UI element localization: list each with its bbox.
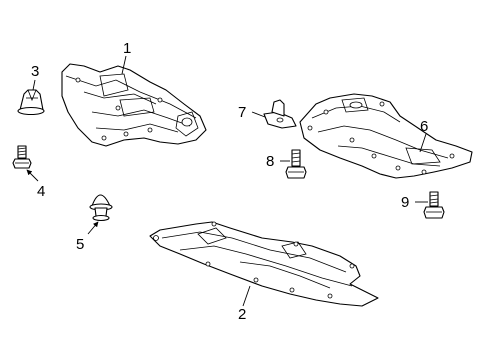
part-5-rivet[interactable] <box>89 194 113 222</box>
leader-6 <box>419 133 427 153</box>
callout-8: 8 <box>266 153 274 170</box>
part-9-bolt[interactable] <box>423 191 445 219</box>
callout-3: 3 <box>31 63 39 80</box>
callout-6: 6 <box>420 118 428 135</box>
leader-3 <box>32 79 36 91</box>
leader-4 <box>26 169 39 182</box>
callout-4: 4 <box>37 183 45 200</box>
part-6-rear-under-cover[interactable] <box>299 93 473 179</box>
leader-2 <box>242 285 251 307</box>
callout-9: 9 <box>401 194 409 211</box>
callout-2: 2 <box>238 306 246 323</box>
callout-5: 5 <box>76 236 84 253</box>
part-8-bolt[interactable] <box>285 149 307 179</box>
leader-5 <box>87 221 99 235</box>
part-1-front-cover[interactable] <box>61 63 207 147</box>
part-2-engine-under-cover[interactable] <box>149 221 379 307</box>
part-4-bolt[interactable] <box>12 145 32 169</box>
part-3-clip[interactable] <box>17 89 45 116</box>
callout-7: 7 <box>238 104 246 121</box>
leader-7 <box>251 111 266 118</box>
part-7-nut-clip[interactable] <box>263 99 297 129</box>
callout-1: 1 <box>123 40 131 57</box>
leader-1 <box>121 55 127 75</box>
